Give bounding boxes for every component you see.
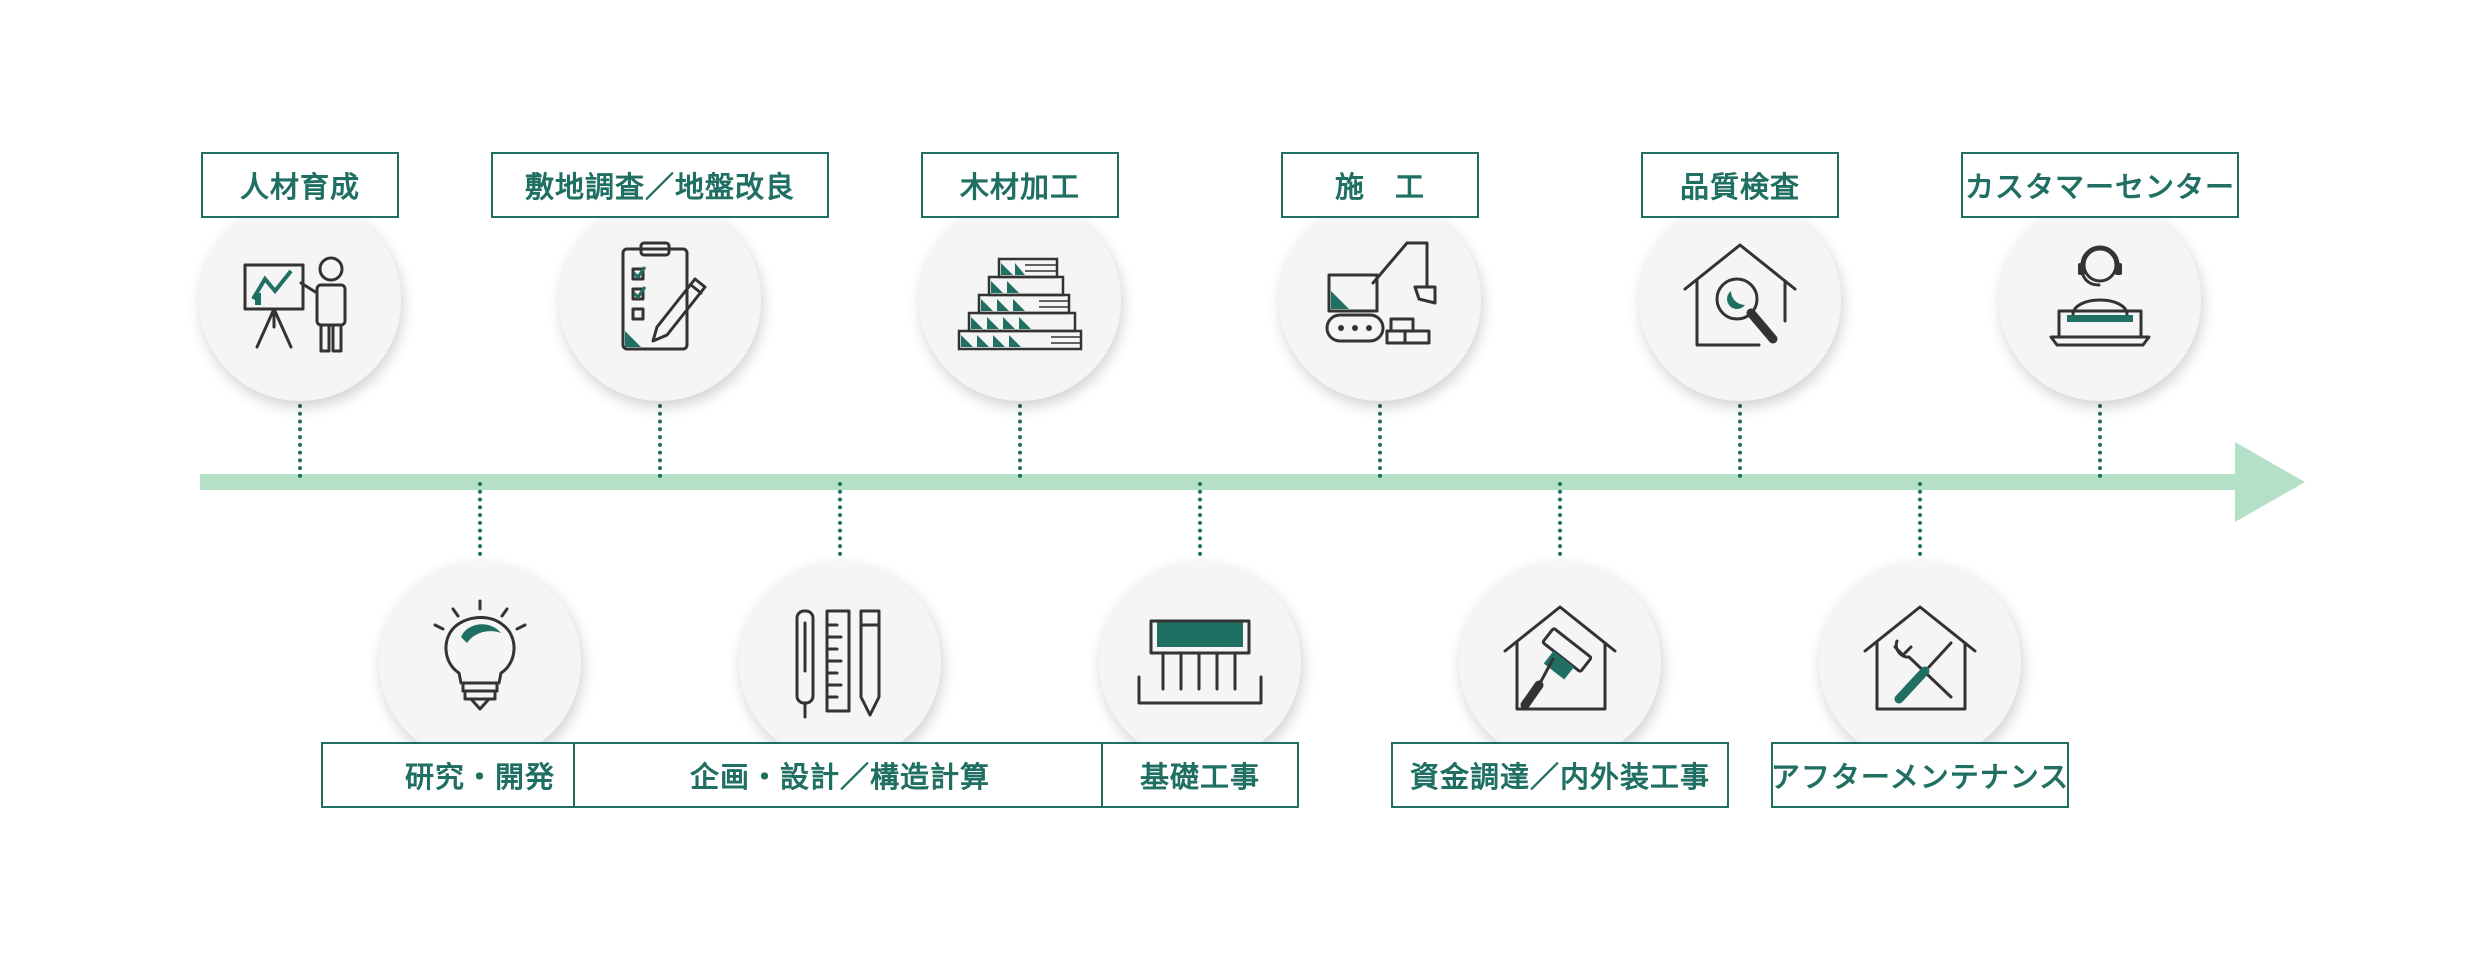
step-label: 資金調達／内外装工事: [1391, 742, 1729, 808]
step-icon-circle: [1279, 199, 1481, 401]
connector-line: [1738, 404, 1742, 478]
lightbulb-icon: [433, 599, 527, 711]
step-icon-circle: [1099, 561, 1301, 763]
step-label: 木材加工: [921, 152, 1119, 218]
step-icon-circle: [1639, 199, 1841, 401]
connector-line: [1018, 404, 1022, 478]
connector-line: [838, 482, 842, 556]
operator-icon: [2049, 245, 2151, 347]
step-icon-circle: [1999, 199, 2201, 401]
connector-line: [658, 404, 662, 478]
step-icon-circle: [199, 199, 401, 401]
connector-line: [298, 404, 302, 478]
step-icon-circle: [559, 199, 761, 401]
step-label: 企画・設計／構造計算: [573, 742, 1107, 808]
timeline-arrowhead: [2235, 442, 2305, 522]
step-icon-circle: [1819, 561, 2021, 763]
connector-line: [1558, 482, 1562, 556]
checklist-pen-icon: [621, 241, 707, 351]
connector-line: [1378, 404, 1382, 478]
connector-line: [1918, 482, 1922, 556]
connector-line: [478, 482, 482, 556]
step-label: カスタマーセンター: [1961, 152, 2239, 218]
step-label: 品質検査: [1641, 152, 1839, 218]
lumber-stack-icon: [957, 257, 1083, 351]
step-icon-circle: [919, 199, 1121, 401]
timeline-bar: [200, 474, 2240, 490]
house-roller-icon: [1503, 605, 1617, 711]
step-icon-circle: [379, 561, 581, 763]
step-label: アフターメンテナンス: [1771, 742, 2069, 808]
presentation-icon: [243, 256, 347, 353]
excavator-icon: [1325, 241, 1437, 345]
house-inspection-icon: [1683, 243, 1797, 347]
step-label: 基礎工事: [1101, 742, 1299, 808]
step-icon-circle: [1459, 561, 1661, 763]
step-label: 施 工: [1281, 152, 1479, 218]
foundation-icon: [1137, 619, 1263, 705]
step-label: 人材育成: [201, 152, 399, 218]
drafting-tools-icon: [795, 609, 881, 719]
step-label: 敷地調査／地盤改良: [491, 152, 829, 218]
connector-line: [1198, 482, 1202, 556]
connector-line: [2098, 404, 2102, 478]
step-icon-circle: [739, 561, 941, 763]
house-tools-icon: [1863, 605, 1977, 711]
